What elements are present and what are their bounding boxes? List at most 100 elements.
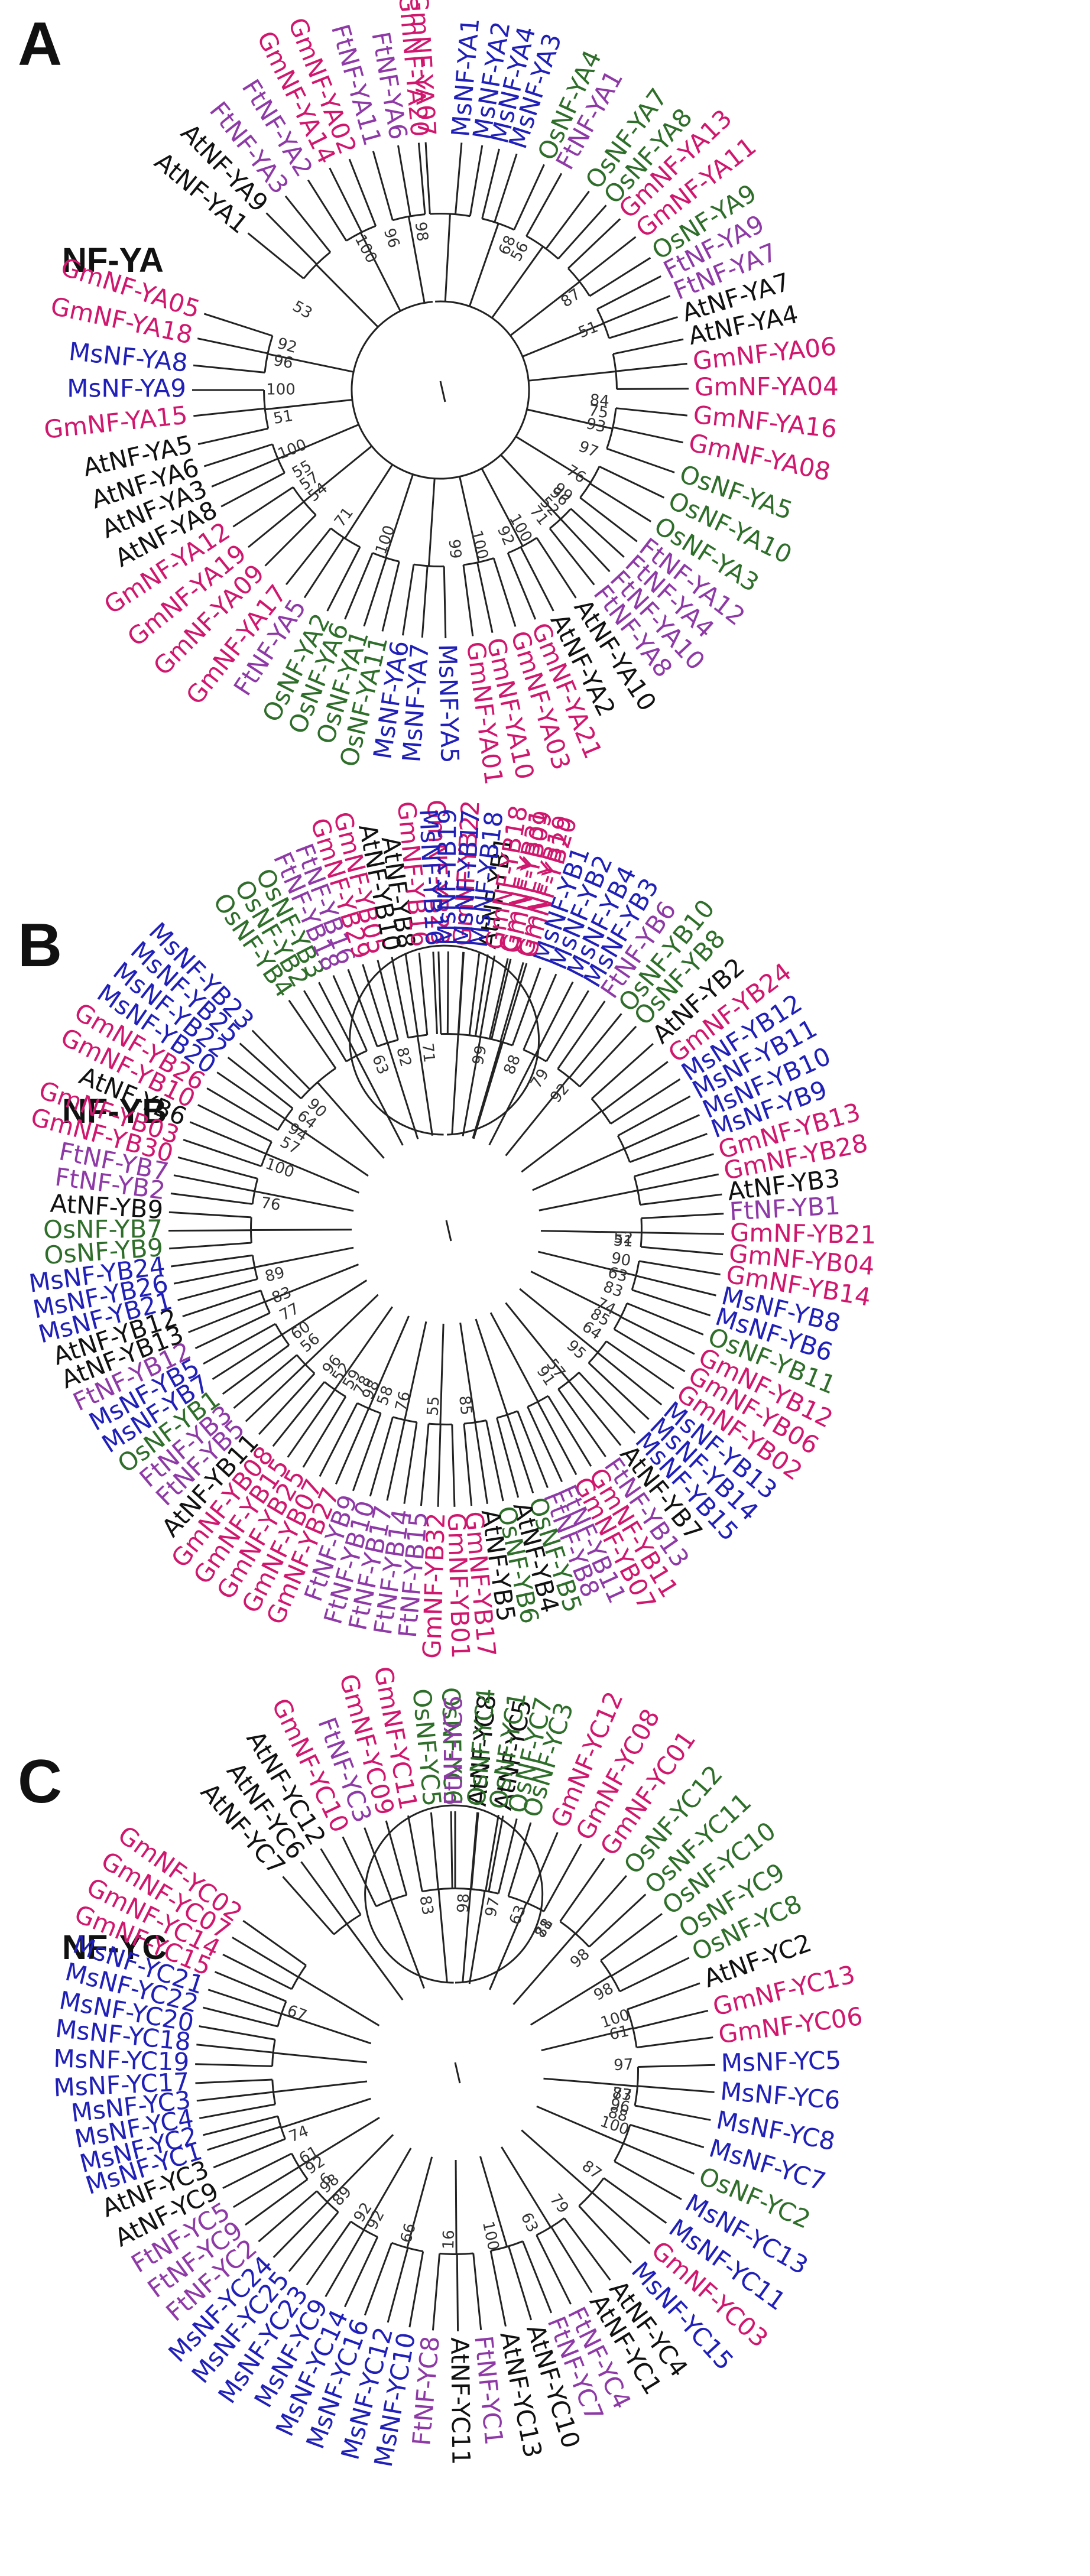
clade-stem bbox=[500, 454, 562, 520]
leaf-branch bbox=[302, 1396, 347, 1468]
leaf-branch bbox=[536, 2234, 572, 2305]
leaf-branch bbox=[627, 1982, 700, 2010]
clade-stem bbox=[265, 1153, 359, 1194]
leaf-branch bbox=[203, 2115, 278, 2136]
clade-stem bbox=[472, 1042, 504, 1139]
bootstrap-value: 81 bbox=[531, 1915, 557, 1941]
leaf-branch bbox=[189, 1121, 267, 1155]
bootstrap-value: 87 bbox=[611, 2084, 633, 2104]
leaf-branch bbox=[511, 967, 541, 1046]
clade-stem bbox=[264, 1263, 359, 1303]
bootstrap-value: 100 bbox=[266, 381, 296, 399]
leaf-branch bbox=[557, 1388, 606, 1457]
leaf-branch bbox=[627, 1302, 704, 1336]
leaf-branch bbox=[285, 528, 332, 586]
leaf-branch bbox=[578, 2205, 632, 2263]
leaf-branch bbox=[446, 951, 449, 1034]
bootstrap-value: 51 bbox=[576, 318, 601, 342]
clade-stem bbox=[488, 1054, 536, 1146]
leaf-label: AtNF-YC11 bbox=[445, 2337, 475, 2465]
leaf-branch bbox=[557, 204, 607, 259]
leaf-branch bbox=[348, 158, 377, 226]
leaf-branch bbox=[171, 1254, 253, 1268]
leaf-branch bbox=[233, 2166, 300, 2208]
clade-stem bbox=[459, 476, 480, 563]
leaf-branch bbox=[287, 1389, 336, 1458]
leaf-branch bbox=[347, 969, 378, 1047]
leaf-branch bbox=[306, 2221, 352, 2286]
leaf-branch bbox=[632, 2009, 709, 2030]
leaf-branch bbox=[630, 2124, 705, 2149]
leaf-label: MsNF-YB16 bbox=[414, 808, 449, 947]
leaf-branch bbox=[591, 2191, 651, 2244]
clade-stem bbox=[281, 2013, 372, 2045]
bootstrap-value: 99 bbox=[445, 538, 465, 560]
leaf-branch bbox=[207, 1989, 282, 2015]
bootstrap-value: 63 bbox=[517, 2210, 541, 2235]
leaf-branch bbox=[612, 338, 684, 355]
leaf-branch bbox=[352, 1412, 382, 1492]
leaf-branch bbox=[404, 954, 419, 1037]
leaf-branch bbox=[496, 1417, 520, 1498]
leaf-branch bbox=[641, 1246, 724, 1256]
bootstrap-value: 98 bbox=[567, 1945, 593, 1971]
leaf-branch bbox=[344, 553, 374, 620]
bootstrap-value: 93 bbox=[585, 415, 608, 437]
tree-root bbox=[439, 381, 446, 402]
leaf-branch bbox=[258, 2190, 318, 2243]
leaf-label: MsNF-YA9 bbox=[67, 374, 186, 403]
bootstrap-value: 76 bbox=[260, 1194, 282, 1214]
leaf-branch bbox=[614, 1328, 686, 1372]
bootstrap-value: 88 bbox=[501, 1053, 524, 1077]
leaf-branch bbox=[168, 1211, 252, 1219]
clade-stem bbox=[451, 1034, 459, 1135]
leaf-branch bbox=[265, 212, 317, 265]
leaf-branch bbox=[199, 2025, 275, 2041]
leaf-branch bbox=[248, 501, 304, 548]
leaf-branch bbox=[325, 2229, 365, 2298]
leaf-branch bbox=[193, 364, 265, 373]
leaf-branch bbox=[430, 1812, 439, 1889]
bootstrap-value: 63 bbox=[506, 1903, 530, 1928]
bootstrap-value: 71 bbox=[418, 1042, 437, 1064]
leaf-branch bbox=[342, 1836, 377, 1907]
bootstrap-value: 79 bbox=[527, 1066, 553, 1092]
leaf-branch bbox=[182, 1289, 261, 1318]
clade-stem bbox=[543, 2077, 638, 2087]
leaf-branch bbox=[183, 1139, 262, 1167]
leaf-branch bbox=[507, 553, 537, 620]
leaf-branch bbox=[272, 1381, 325, 1447]
clade-stem bbox=[254, 1190, 354, 1212]
leaf-branch bbox=[456, 2254, 459, 2331]
clade-stem bbox=[444, 213, 451, 302]
bootstrap-value: 66 bbox=[397, 2221, 420, 2245]
clade-stem bbox=[521, 2129, 593, 2194]
clade-stem bbox=[298, 1976, 380, 2026]
leaf-branch bbox=[527, 1406, 563, 1482]
leaf-branch bbox=[479, 955, 496, 1037]
tree-backbone bbox=[351, 300, 530, 480]
clade-stem bbox=[387, 1042, 419, 1139]
leaf-branch bbox=[641, 1213, 724, 1220]
leaf-branch bbox=[481, 148, 500, 219]
clade-stem bbox=[536, 2105, 624, 2145]
leaf-branch bbox=[455, 142, 463, 215]
leaf-branch bbox=[543, 1843, 582, 1912]
bootstrap-value: 89 bbox=[263, 1263, 287, 1286]
clade-stem bbox=[501, 2146, 552, 2228]
leaf-branch bbox=[491, 959, 512, 1040]
leaf-branch bbox=[640, 1193, 722, 1206]
leaf-branch bbox=[488, 1815, 504, 1892]
leaf-branch bbox=[547, 1395, 592, 1467]
leaf-branch bbox=[203, 313, 273, 337]
leaf-branch bbox=[169, 1242, 252, 1250]
leaf-branch bbox=[173, 1266, 255, 1285]
clade-stem bbox=[437, 1889, 448, 1983]
leaf-branch bbox=[213, 2138, 286, 2169]
panel-b: B NF-YB GmNF-YB23GmNF-YB22AtNF-YB1GmNF-Y… bbox=[18, 799, 876, 1659]
panel-c: C NF-YC OsNF-YC6AtNF-YC8AtNF-YC5OsNF-YC3… bbox=[18, 1664, 864, 2469]
leaf-label: FtNF-YC6 bbox=[439, 1695, 468, 1805]
panel-c-tree: OsNF-YC6AtNF-YC8AtNF-YC5OsNF-YC3GmNF-YC1… bbox=[53, 1664, 864, 2469]
leaf-branch bbox=[502, 963, 528, 1043]
leaf-branch bbox=[578, 236, 637, 282]
